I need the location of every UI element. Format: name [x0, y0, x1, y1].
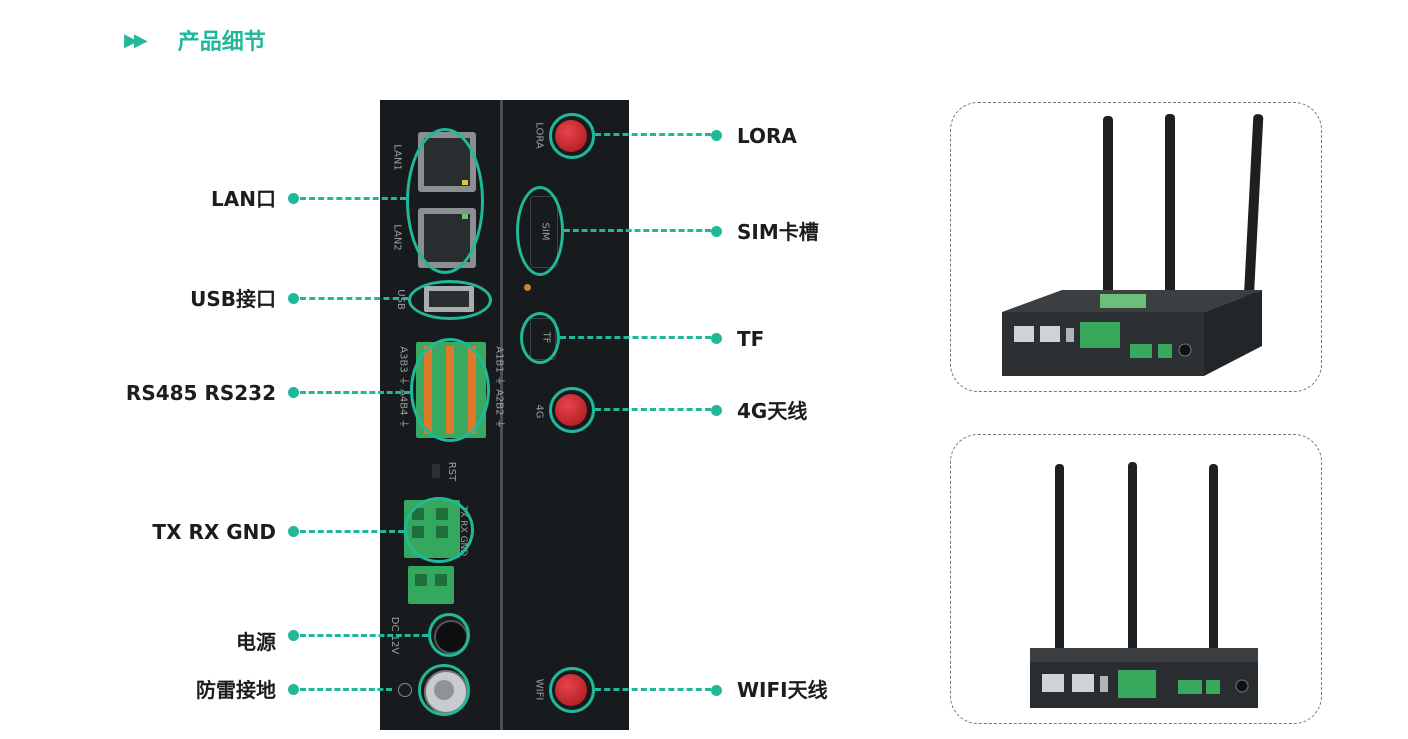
lora-callout-line — [595, 133, 711, 136]
usb-label: USB接口 — [190, 287, 276, 311]
rs485-callout-dot — [288, 387, 299, 398]
led-indicator — [524, 284, 531, 291]
rs485-highlight-ring — [410, 338, 490, 442]
lan1-silkscreen: LAN1 — [391, 144, 403, 171]
tf-callout-line — [560, 336, 711, 339]
lan2-silkscreen: LAN2 — [391, 224, 403, 251]
antenna-3 — [1242, 114, 1264, 324]
4g-silkscreen: 4G — [533, 404, 545, 419]
rs485-label: RS485 RS232 — [125, 381, 276, 405]
antenna-2 — [1165, 114, 1175, 304]
router-lan1-port — [1042, 674, 1064, 692]
ground-callout-line — [300, 688, 392, 691]
lan-callout-dot — [288, 193, 299, 204]
power-callout-line — [300, 634, 428, 637]
router-power-terminal — [1206, 680, 1220, 694]
ground-callout-dot — [288, 684, 299, 695]
router-console-terminal — [1130, 344, 1152, 358]
lora-silkscreen: LORA — [533, 122, 545, 149]
lan-label: LAN口 — [211, 187, 276, 211]
router-photo-front — [1030, 462, 1258, 708]
router-dc-jack — [1178, 343, 1192, 357]
ground-symbol-icon — [398, 683, 412, 697]
rst-button — [432, 464, 440, 478]
txrx-callout-line — [300, 530, 404, 533]
wifi-highlight-ring — [549, 667, 595, 713]
rs485-callout-line — [300, 391, 410, 394]
tf-highlight-ring — [520, 312, 560, 364]
double-arrow-icon: ▶▶ — [124, 29, 148, 51]
ground-label: 防雷接地 — [196, 678, 276, 702]
usb-callout-dot — [288, 293, 299, 304]
panel-seam — [500, 100, 503, 730]
product-photo-panel-top — [950, 102, 1322, 392]
txrx-label: TX RX GND — [152, 520, 276, 544]
section-title: 产品细节 — [177, 30, 266, 55]
tf-callout-dot — [711, 333, 722, 344]
4g-callout-dot — [711, 405, 722, 416]
lora-highlight-ring — [549, 113, 595, 159]
router-terminal-block — [1118, 670, 1156, 698]
ground-highlight-ring — [418, 664, 470, 716]
tf-label: TF — [737, 327, 765, 351]
router-top-face — [1030, 648, 1258, 662]
power-terminal — [408, 566, 454, 604]
router-lan2-port — [1072, 674, 1094, 692]
router-usb-port — [1066, 328, 1074, 342]
router-label-sticker — [1100, 294, 1146, 308]
antenna-2 — [1128, 462, 1137, 654]
router-console-terminal — [1178, 680, 1202, 694]
antenna-3 — [1209, 464, 1218, 654]
antenna-1 — [1055, 464, 1064, 654]
lora-label: LORA — [737, 124, 797, 148]
power-label: 电源 — [236, 630, 276, 654]
lan-callout-line — [300, 197, 406, 200]
section-header: ▶▶ 产品细节 — [124, 24, 266, 56]
4g-highlight-ring — [549, 387, 595, 433]
router-power-terminal — [1158, 344, 1172, 358]
4g-label: 4G天线 — [737, 399, 808, 423]
a1b1-silkscreen: A1B1 ⏚ A2B2 ⏚ — [493, 346, 505, 429]
power-callout-dot — [288, 630, 299, 641]
lan-highlight-ring — [406, 128, 484, 274]
product-photo-panel-bottom — [950, 434, 1322, 724]
router-lan2-port — [1040, 326, 1060, 342]
sim-highlight-ring — [516, 186, 564, 276]
router-dc-jack — [1235, 679, 1249, 693]
wifi-label: WIFI天线 — [737, 678, 828, 702]
wifi-silkscreen: WIFI — [533, 678, 545, 701]
router-side-face — [1204, 290, 1262, 376]
usb-callout-line — [300, 297, 408, 300]
router-lan1-port — [1014, 326, 1034, 342]
antenna-1 — [1103, 116, 1113, 306]
router-photo-angled — [1002, 114, 1264, 376]
4g-callout-line — [595, 408, 711, 411]
usb-highlight-ring — [408, 280, 492, 320]
lora-callout-dot — [711, 130, 722, 141]
router-terminal-block — [1080, 322, 1120, 348]
sim-callout-dot — [711, 226, 722, 237]
rst-silkscreen: RST — [446, 461, 458, 482]
wifi-callout-dot — [711, 685, 722, 696]
power-highlight-ring — [428, 613, 470, 657]
wifi-callout-line — [595, 688, 711, 691]
txrx-highlight-ring — [404, 497, 474, 563]
sim-label: SIM卡槽 — [737, 220, 819, 244]
router-usb-port — [1100, 676, 1108, 692]
txrx-callout-dot — [288, 526, 299, 537]
sim-callout-line — [564, 229, 711, 232]
